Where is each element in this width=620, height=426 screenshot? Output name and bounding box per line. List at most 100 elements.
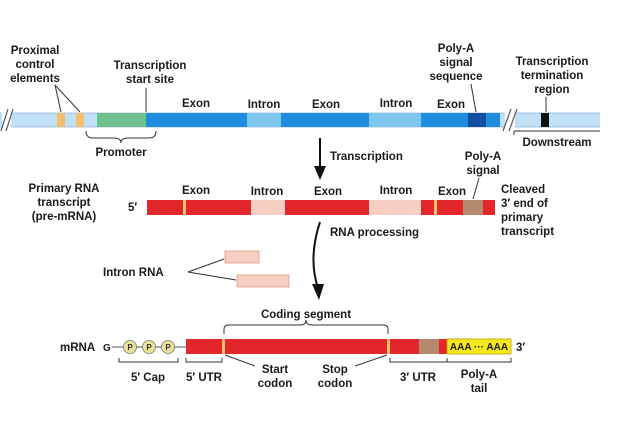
rna-processing-label: RNA processing	[330, 227, 419, 239]
stop-codon-pointer	[354, 354, 388, 367]
intron-pointer-2	[187, 271, 237, 281]
pre-exon-2-label: Exon	[314, 186, 342, 198]
proximal-label-2: control	[16, 59, 55, 71]
three-utr-label: 3′ UTR	[400, 372, 437, 384]
mrna-3prime: 3′	[516, 342, 525, 354]
break-mark-left	[0, 108, 14, 132]
transcription-label: Transcription	[330, 151, 403, 163]
promoter-brace	[85, 130, 157, 144]
excised-intron-2	[236, 274, 290, 288]
dna-polya-sequence	[468, 113, 486, 127]
phosphate-3-label: P	[165, 343, 171, 352]
polya-signal-label-2: signal	[466, 165, 499, 177]
term-label-1: Transcription	[516, 56, 589, 68]
polya-tail-text: AAA ··· AAA	[450, 342, 508, 353]
term-label-2: termination	[521, 70, 584, 82]
polya-tail-label-2: tail	[471, 383, 488, 395]
dna-intron-2-label: Intron	[380, 98, 413, 110]
pre-mrna-stop-mark	[434, 200, 437, 215]
dna-exon-1	[146, 113, 247, 127]
term-label-3: region	[534, 84, 569, 96]
break-mark-right	[502, 108, 518, 132]
phosphate-1-label: P	[127, 343, 133, 352]
pre-mrna-label-1: Primary RNA	[29, 183, 100, 195]
dna-exon-3	[421, 113, 468, 127]
mrna-g-label: G	[103, 343, 111, 354]
downstream-label: Downstream	[522, 137, 591, 149]
start-codon-label-2: codon	[258, 378, 293, 390]
cap-phosphates: P P P	[123, 340, 175, 354]
pre-mrna-intron-2	[369, 200, 421, 215]
pre-mrna-polya-signal	[463, 200, 483, 215]
polya-signal-label-1: Poly-A	[465, 151, 501, 163]
promoter-region	[97, 113, 146, 127]
proximal-pointer-2	[54, 84, 81, 113]
mrna-start-codon	[222, 339, 225, 354]
termination-block	[541, 113, 549, 127]
tss-label-2: start site	[126, 74, 174, 86]
three-utr-bracket	[389, 358, 448, 363]
coding-segment-label: Coding segment	[261, 309, 351, 321]
stop-codon-label-1: Stop	[322, 364, 348, 376]
polya-tail-label-1: Poly-A	[461, 369, 497, 381]
pre-mrna-intron-1	[251, 200, 285, 215]
tss-label-1: Transcription	[114, 60, 187, 72]
phosphate-3	[161, 340, 175, 354]
cleaved-label-2: 3′ end of	[501, 198, 548, 210]
mrna-strand	[186, 338, 512, 355]
dna-exon-2-label: Exon	[312, 99, 340, 111]
phosphate-2	[142, 340, 156, 354]
dna-exon-1-label: Exon	[182, 98, 210, 110]
stop-codon-label-2: codon	[318, 378, 353, 390]
intron-rna-label: Intron RNA	[103, 267, 164, 279]
pre-mrna-strand	[147, 200, 495, 215]
promoter-label: Promoter	[95, 147, 147, 159]
phosphate-2-label: P	[146, 343, 152, 352]
proximal-label-1: Proximal	[11, 45, 60, 57]
five-utr-bracket	[185, 358, 223, 363]
cleaved-label-3: primary	[501, 212, 544, 224]
pre-mrna-backbone	[147, 200, 495, 215]
polya-tail	[446, 338, 512, 355]
pre-intron-2-label: Intron	[380, 185, 413, 197]
start-codon-label-1: Start	[262, 364, 288, 376]
cleaved-label-4: transcript	[501, 226, 554, 238]
dna-exon-2	[281, 113, 369, 127]
five-cap-label: 5′ Cap	[131, 372, 165, 384]
coding-segment-brace	[223, 319, 389, 334]
dna-intron-1	[247, 113, 281, 127]
dna-intron-1-label: Intron	[248, 99, 281, 111]
cap-bracket	[118, 358, 179, 363]
polya-seq-label-1: Poly-A	[438, 43, 474, 55]
cleaved-label-1: Cleaved	[501, 184, 545, 196]
intron-pointer-1	[187, 258, 225, 273]
mrna-label: mRNA	[60, 342, 95, 354]
mrna-polya-signal	[419, 339, 439, 354]
pre-mrna-5prime: 5′	[128, 202, 137, 214]
mrna-backbone	[186, 339, 447, 354]
polya-seq-label-2: signal	[439, 57, 472, 69]
polya-tail-bracket	[446, 358, 512, 363]
processing-arrow	[312, 221, 324, 300]
pre-intron-1-label: Intron	[251, 186, 284, 198]
polya-seq-label-3: sequence	[429, 71, 482, 83]
polya-signal-pointer	[472, 177, 480, 200]
pre-exon-3-label: Exon	[438, 186, 466, 198]
dna-intron-2	[369, 113, 421, 127]
mrna-stop-codon	[387, 339, 390, 354]
proximal-label-3: elements	[10, 73, 60, 85]
proximal-pointer-1	[54, 84, 62, 113]
five-utr-label: 5′ UTR	[186, 372, 223, 384]
start-codon-pointer	[224, 354, 256, 367]
excised-intron-1	[224, 250, 260, 264]
transcription-arrow	[314, 138, 326, 180]
dna-exon-3-label: Exon	[437, 99, 465, 111]
pre-exon-1-label: Exon	[182, 185, 210, 197]
pre-mrna-label-3: (pre-mRNA)	[32, 211, 97, 223]
pre-mrna-label-2: transcript	[37, 197, 90, 209]
polya-seq-pointer	[470, 83, 477, 113]
proximal-element-1	[57, 113, 65, 127]
pre-mrna-start-mark	[183, 200, 186, 215]
